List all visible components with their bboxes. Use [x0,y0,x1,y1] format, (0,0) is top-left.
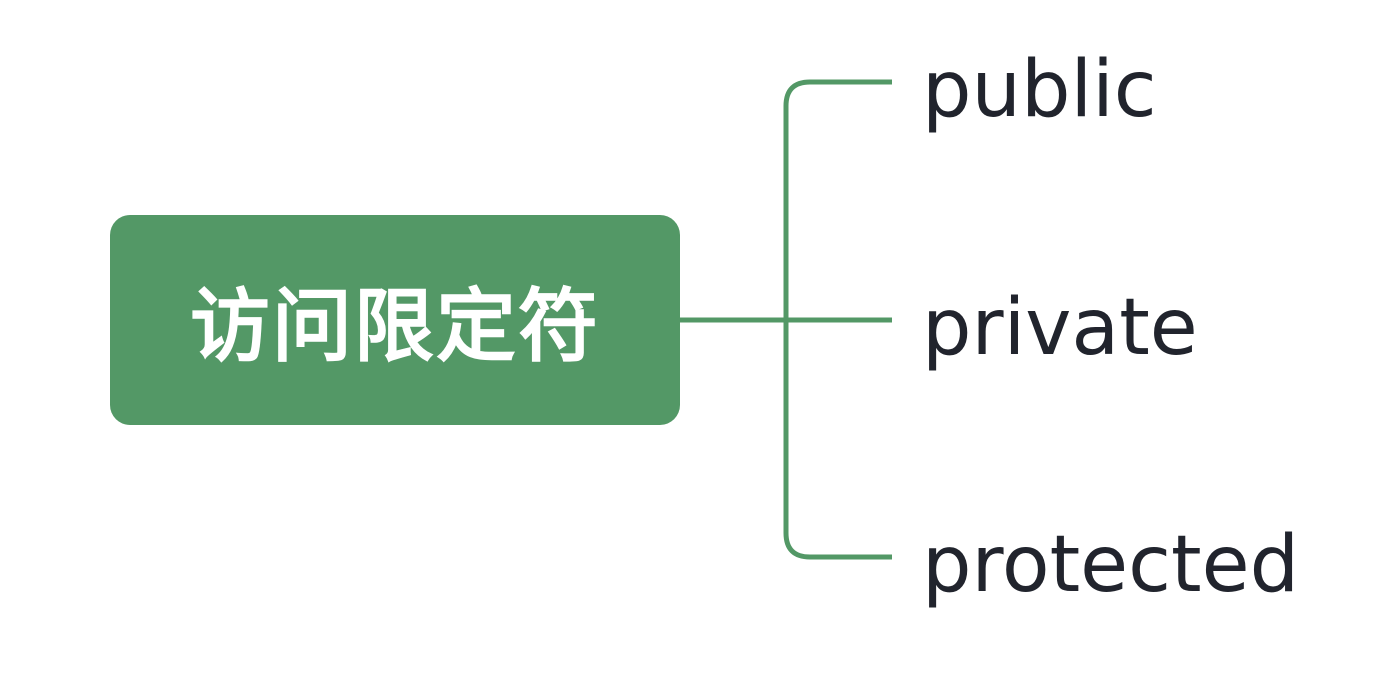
subtopic-label-private: private [922,283,1198,373]
subtopic-label-protected: protected [922,520,1300,610]
root-topic-label: 访问限定符 [190,280,600,373]
connector-bracket [783,79,892,560]
root-topic-node[interactable]: 访问限定符 [110,215,680,425]
subtopic-node-protected[interactable]: protected [922,515,1299,615]
subtopic-node-private[interactable]: private [922,278,1198,378]
subtopic-label-public: public [922,45,1157,135]
subtopic-node-public[interactable]: public [922,40,1157,140]
